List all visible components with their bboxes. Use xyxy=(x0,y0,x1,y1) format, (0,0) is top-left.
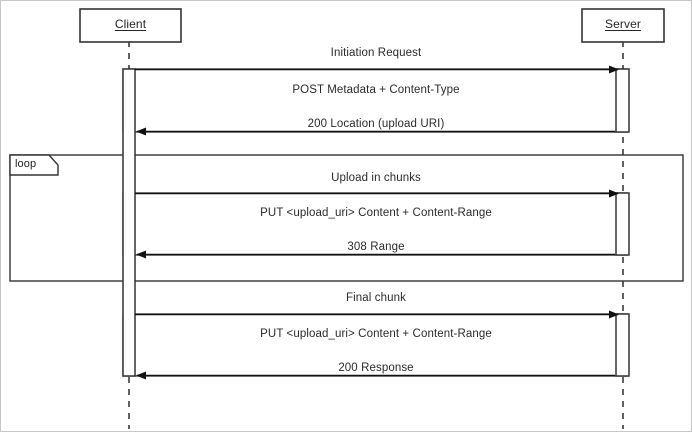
message-label-200-location: 200 Location (upload URI) xyxy=(307,118,445,130)
message-label-200-response: 200 Response xyxy=(338,362,414,374)
participant-box-client xyxy=(79,8,182,43)
message-group-label-upload-in-chunks: Upload in chunks xyxy=(331,172,421,184)
activation-bar-server-1 xyxy=(615,68,630,133)
message-label-308-range: 308 Range xyxy=(347,241,405,253)
message-label-put-chunk: PUT <upload_uri> Content + Content-Range xyxy=(260,207,492,219)
activation-bar-server-2 xyxy=(615,192,630,256)
message-group-label-initiation-request: Initiation Request xyxy=(330,47,422,59)
participant-box-server xyxy=(581,8,665,43)
participant-label-server: Server xyxy=(605,17,641,31)
loop-fragment-frame xyxy=(9,154,684,282)
message-group-label-final-chunk: Final chunk xyxy=(346,292,406,304)
message-label-put-final: PUT <upload_uri> Content + Content-Range xyxy=(260,328,492,340)
loop-fragment-label: loop xyxy=(15,158,37,170)
message-label-post-metadata: POST Metadata + Content-Type xyxy=(292,84,460,96)
activation-bar-server-3 xyxy=(615,313,630,377)
activation-bar-client xyxy=(122,68,136,377)
participant-label-client: Client xyxy=(114,17,147,31)
